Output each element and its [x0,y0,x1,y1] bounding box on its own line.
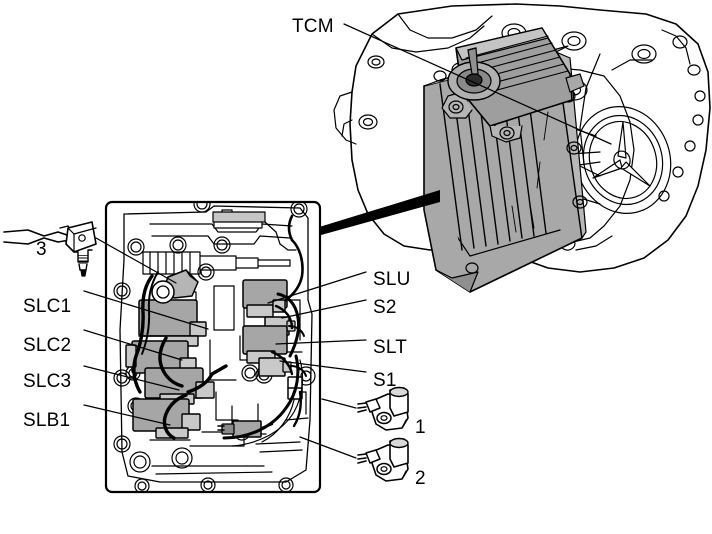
label-slt: SLT [373,337,408,358]
differential-bore [569,106,672,214]
plate-sensor-body [151,269,199,304]
leader-slc3 [83,365,180,391]
label-number-3: 3 [36,239,47,260]
leader-s1 [279,360,367,373]
leader-slc2 [83,329,183,361]
label-number-2: 2 [415,468,426,489]
label-slb1: SLB1 [23,410,71,431]
tcm-module [441,27,585,143]
callout-arrow [303,190,440,240]
label-slu: SLU [373,269,411,290]
leader-s2 [281,299,367,319]
valve-body-assembly [104,200,322,494]
inline-connector [217,420,262,438]
leader-slu [267,271,367,304]
leader-3 [95,237,177,284]
leader-slb1 [83,404,171,426]
label-slc3: SLC3 [23,371,72,392]
label-s2: S2 [373,297,397,318]
solenoid-slc1 [138,299,207,347]
speed-sensor-1 [357,386,409,431]
label-slc1: SLC1 [23,296,72,317]
leader-slt [275,339,367,345]
label-number-1: 1 [415,417,426,438]
solenoid-slb1 [132,398,201,439]
label-slc2: SLC2 [23,335,72,356]
speed-sensor-2 [357,437,409,482]
leader-sensor1 [321,398,357,409]
leader-lines [83,23,612,459]
leader-tcm [343,23,612,145]
label-s1: S1 [373,370,397,391]
label-tcm: TCM [292,16,334,37]
leader-sensor2 [299,436,357,459]
wiring-harness [132,214,307,447]
leader-slc1 [83,290,209,330]
atf-temp-sensor [3,221,97,277]
